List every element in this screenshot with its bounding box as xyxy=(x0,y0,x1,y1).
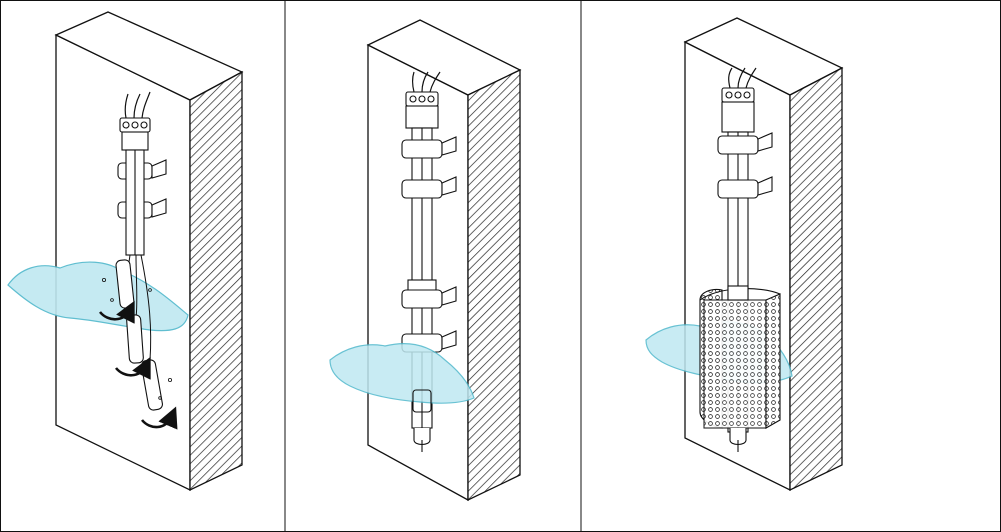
bubbles xyxy=(102,277,172,400)
probe-shaft xyxy=(125,149,145,256)
water-surface xyxy=(7,261,189,332)
panel-1 xyxy=(7,11,244,492)
sensor-tip xyxy=(729,428,747,452)
mounting-bracket-3 xyxy=(401,286,457,309)
wall-block xyxy=(366,19,522,502)
rotation-arrows xyxy=(98,300,178,430)
mounting-bracket-lower xyxy=(717,176,773,199)
sensor-tip xyxy=(412,389,432,452)
perforated-guard xyxy=(699,285,781,429)
sensor-probe-2 xyxy=(126,314,144,364)
panel-2 xyxy=(329,19,522,502)
mounting-bracket-1 xyxy=(401,136,457,159)
probe-head xyxy=(405,91,439,129)
cable-bundle xyxy=(124,91,151,119)
probe-head xyxy=(119,117,151,151)
cable-bundle xyxy=(728,67,757,89)
mounting-bracket-upper xyxy=(717,132,773,155)
wall-block xyxy=(54,11,244,492)
mounting-bracket-2 xyxy=(401,176,457,199)
cable-bundle xyxy=(411,71,441,93)
panel-3 xyxy=(645,17,844,492)
water-surface xyxy=(329,343,475,404)
probe-head xyxy=(721,87,755,133)
